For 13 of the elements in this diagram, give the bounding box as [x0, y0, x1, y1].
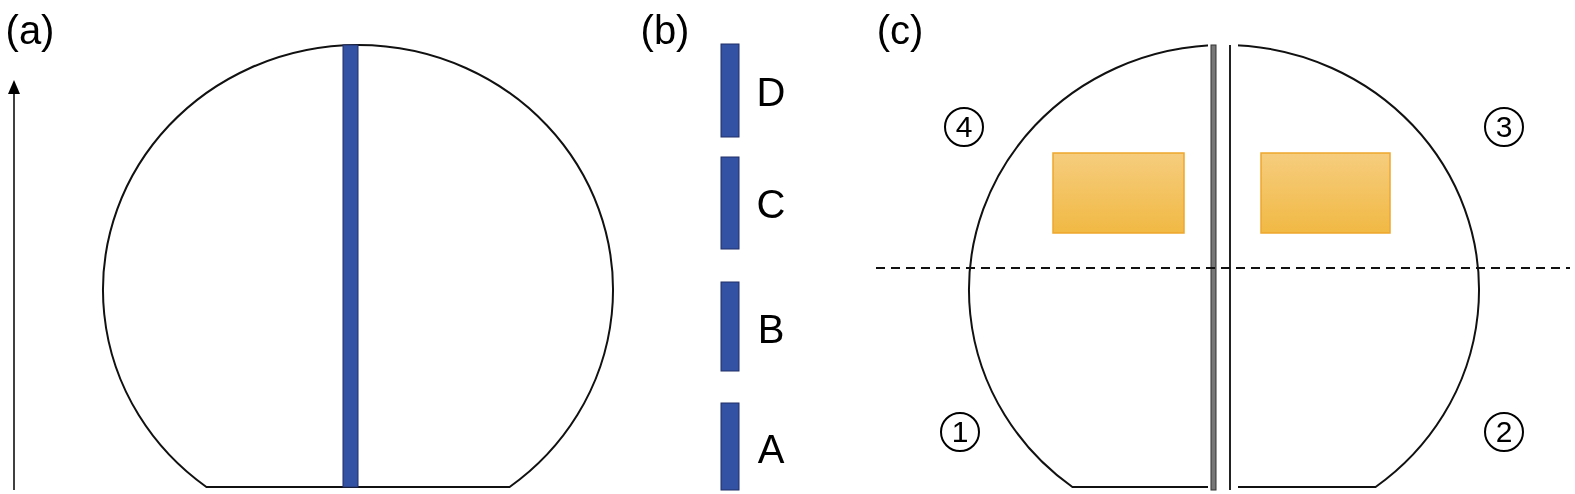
strip-letter: B — [757, 309, 785, 349]
strip-letter: C — [756, 184, 786, 224]
panel-label: (b) — [640, 10, 690, 50]
die-rectangle — [1260, 152, 1391, 234]
quadrant-number: 3 — [1484, 107, 1524, 147]
quadrant-number: 4 — [944, 107, 984, 147]
die-rectangle — [1052, 152, 1185, 234]
strip-letter: D — [756, 72, 786, 112]
quadrant-number: 2 — [1484, 412, 1524, 452]
quadrant-number: 1 — [940, 412, 980, 452]
panel-label: (a) — [5, 10, 55, 50]
strip-letter: A — [757, 429, 785, 469]
panel-label: (c) — [876, 10, 924, 50]
